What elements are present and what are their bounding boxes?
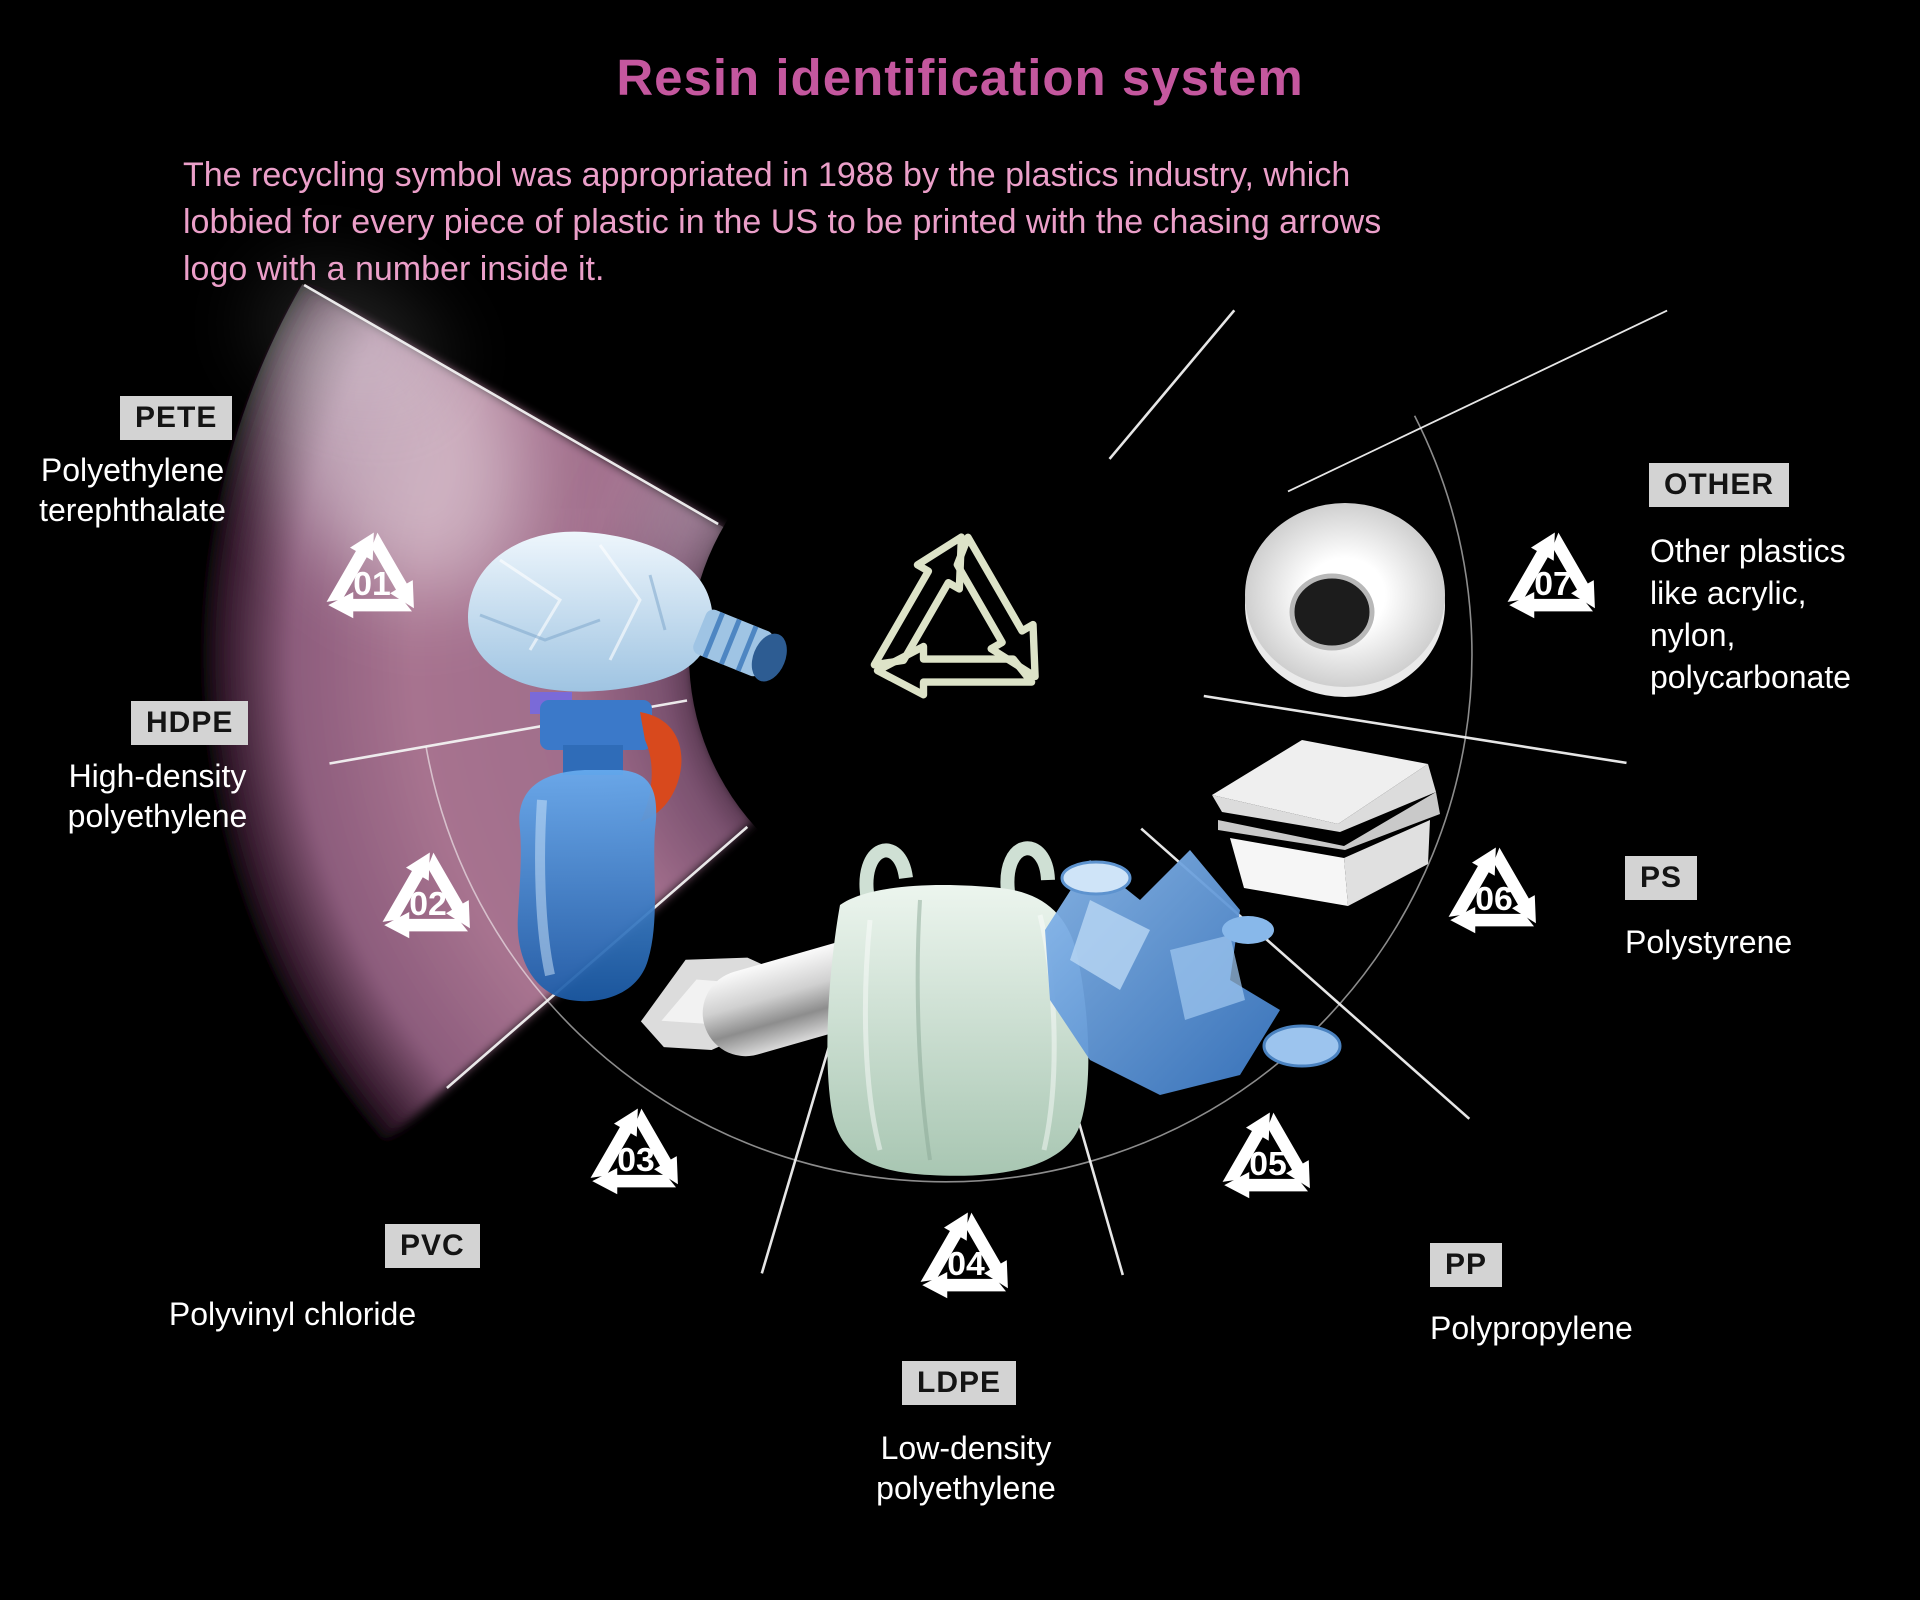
svg-text:07: 07 xyxy=(1534,565,1572,603)
resin-name-pete: Polyethylene terephthalate xyxy=(25,450,240,530)
resin-symbol-04: 04 xyxy=(915,1206,1020,1298)
resin-name-line: Polyethylene xyxy=(40,452,225,488)
svg-text:04: 04 xyxy=(947,1245,985,1283)
resin-chip-pete: PETE xyxy=(120,396,233,440)
resin-name-pvc: Polyvinyl chloride xyxy=(165,1294,420,1334)
resin-symbol-01: 01 xyxy=(321,526,426,618)
resin-name-other: Other plastics like acrylic, nylon, poly… xyxy=(1650,530,1851,698)
resin-name-line: Polystyrene xyxy=(1625,924,1793,960)
intro-line: The recycling symbol was appropriated in… xyxy=(183,156,1351,194)
resin-symbol-03: 03 xyxy=(585,1102,690,1194)
resin-symbol-07: 07 xyxy=(1502,526,1607,618)
intro-line: lobbied for every piece of plastic in th… xyxy=(183,203,1382,241)
resin-chip-other: OTHER xyxy=(1649,463,1789,507)
radius-arc xyxy=(425,415,1473,1183)
resin-name-line: polycarbonate xyxy=(1650,659,1852,695)
resin-symbol-05: 05 xyxy=(1217,1106,1322,1198)
page-title: Resin identification system xyxy=(616,49,1304,106)
pete-bottle-image xyxy=(467,531,787,692)
intro-line: logo with a number inside it. xyxy=(183,250,605,288)
resin-name-ps: Polystyrene xyxy=(1625,922,1792,962)
hdpe-spray-bottle-image xyxy=(517,692,682,1002)
intro-paragraph: The recycling symbol was appropriated in… xyxy=(183,152,1381,293)
resin-name-line: polyethylene xyxy=(876,1470,1056,1506)
resin-name-line: Polypropylene xyxy=(1430,1310,1633,1346)
resin-chip-ps: PS xyxy=(1625,856,1698,900)
resin-name-line: polyethylene xyxy=(67,798,248,834)
resin-name-line: like acrylic, xyxy=(1650,575,1807,611)
svg-text:03: 03 xyxy=(617,1141,655,1179)
divider-line xyxy=(1107,309,1236,461)
svg-text:02: 02 xyxy=(409,885,447,923)
ldpe-plastic-bag-image xyxy=(827,841,1089,1176)
divider-line xyxy=(303,283,719,526)
divider-line xyxy=(1287,309,1668,493)
svg-text:05: 05 xyxy=(1249,1145,1287,1183)
resin-chip-hdpe: HDPE xyxy=(131,701,249,745)
svg-text:01: 01 xyxy=(353,565,391,603)
resin-name-line: High-density xyxy=(68,758,247,794)
center-disc xyxy=(689,399,1201,911)
pp-plastic-cups-image xyxy=(1045,850,1342,1095)
wedge-edge-halo xyxy=(260,275,440,405)
ps-foam-box-image xyxy=(1212,740,1440,906)
resin-name-line: Low-density xyxy=(880,1430,1052,1466)
resin-symbol-06: 06 xyxy=(1443,841,1548,933)
svg-text:06: 06 xyxy=(1475,880,1513,918)
resin-name-line: terephthalate xyxy=(39,492,226,528)
resin-name-hdpe: High-density polyethylene xyxy=(40,756,275,836)
resin-chip-pp: PP xyxy=(1430,1243,1503,1287)
divider-line xyxy=(1203,694,1627,765)
resin-name-line: Other plastics xyxy=(1650,533,1846,569)
resin-chip-ldpe: LDPE xyxy=(902,1361,1017,1405)
resin-name-line: Polyvinyl chloride xyxy=(168,1296,417,1332)
resin-chip-pvc: PVC xyxy=(385,1224,480,1268)
resin-name-ldpe: Low-density polyethylene xyxy=(841,1428,1091,1508)
resin-name-line: nylon, xyxy=(1650,617,1736,653)
resin-symbol-02: 02 xyxy=(377,846,482,938)
other-tape-roll-image xyxy=(1245,503,1445,697)
resin-name-pp: Polypropylene xyxy=(1430,1308,1633,1348)
